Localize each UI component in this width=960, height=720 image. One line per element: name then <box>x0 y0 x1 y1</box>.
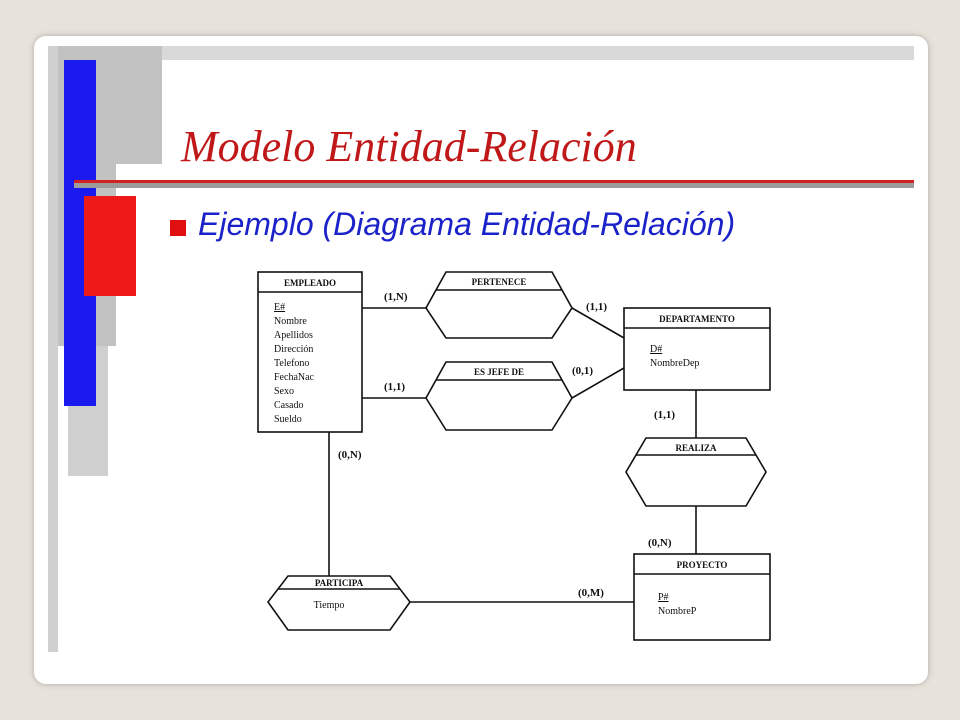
title-underline-shadow <box>74 182 914 188</box>
relationship-participa-name: PARTICIPA <box>315 578 364 588</box>
relationship-pertenece-shape <box>425 271 573 339</box>
entity-empleado-box <box>257 271 363 433</box>
entity-empleado-attr-1: Apellidos <box>274 330 313 341</box>
entity-empleado-attr-4: FechaNac <box>274 372 315 383</box>
deco-red-block <box>84 196 136 296</box>
cardinality-realiza-proyecto: (0,N) <box>648 537 672 549</box>
cardinality-empleado-participa: (0,N) <box>338 449 362 461</box>
entity-empleado-attr-0: Nombre <box>274 316 307 327</box>
cardinality-departamento-realiza: (1,1) <box>654 409 675 421</box>
slide-title: Modelo Entidad-Relación <box>181 122 637 171</box>
relationship-participa-shape <box>267 575 411 631</box>
deco-gray-strip <box>48 46 58 652</box>
cardinality-empleado-esjefe: (1,1) <box>384 381 405 393</box>
entity-departamento-box <box>623 307 771 391</box>
er-diagram: EMPLEADO E# Nombre Apellidos Dirección T… <box>257 271 771 641</box>
relationship-pertenece-name: PERTENECE <box>472 277 527 287</box>
entity-departamento-attr-0: NombreDep <box>650 358 699 369</box>
relationship-realiza-name: REALIZA <box>675 443 717 453</box>
cardinality-participa-proyecto: (0,M) <box>578 587 604 599</box>
entity-empleado-key: E# <box>274 302 285 313</box>
entity-empleado-attr-2: Dirección <box>274 344 313 355</box>
top-band <box>48 46 914 60</box>
slide: Modelo Entidad-Relación Ejemplo (Diagram… <box>48 46 914 652</box>
bullet-square <box>170 220 186 236</box>
cardinality-pertenece-departamento: (1,1) <box>586 301 607 313</box>
entity-proyecto-name: PROYECTO <box>677 560 728 570</box>
edge-esjefe-departamento <box>571 367 625 399</box>
entity-empleado-attr-3: Telefono <box>274 358 309 369</box>
relationship-esjefe-shape <box>425 361 573 431</box>
relationship-realiza-shape <box>625 437 767 507</box>
entity-departamento-name: DEPARTAMENTO <box>659 314 735 324</box>
entity-empleado-attr-5: Sexo <box>274 386 294 397</box>
cardinality-esjefe-departamento: (0,1) <box>572 365 593 377</box>
entity-proyecto-key: P# <box>658 592 669 603</box>
title-underline <box>74 180 914 183</box>
entity-empleado-name: EMPLEADO <box>284 278 336 288</box>
relationship-esjefe-name: ES JEFE DE <box>474 367 524 377</box>
entity-proyecto-box <box>633 553 771 641</box>
entity-proyecto-attr-0: NombreP <box>658 606 697 617</box>
edge-pertenece-departamento <box>571 307 625 339</box>
entity-departamento-key: D# <box>650 344 662 355</box>
relationship-participa-attr: Tiempo <box>314 600 345 611</box>
cardinality-empleado-pertenece: (1,N) <box>384 291 408 303</box>
entity-empleado-attr-6: Casado <box>274 400 303 411</box>
entity-empleado-attr-7: Sueldo <box>274 414 302 425</box>
slide-card: Modelo Entidad-Relación Ejemplo (Diagram… <box>34 36 928 684</box>
slide-subtitle: Ejemplo (Diagrama Entidad-Relación) <box>198 206 736 242</box>
